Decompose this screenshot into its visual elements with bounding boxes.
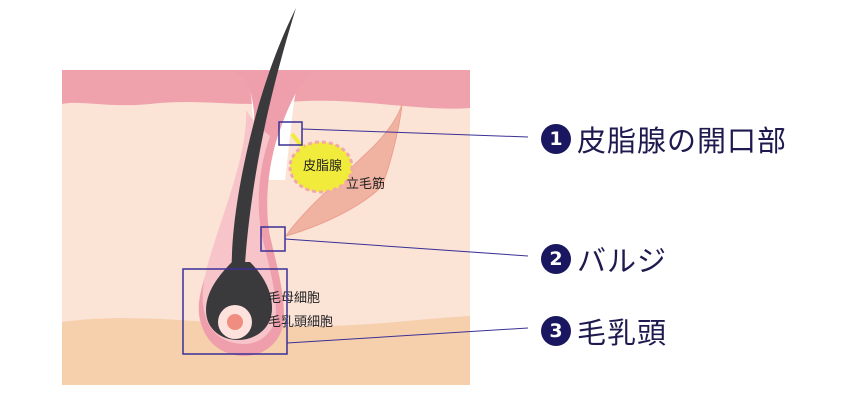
callout-2: 2 バルジ — [541, 238, 667, 280]
hair-shaft — [231, 8, 296, 280]
hair-matrix-label: 毛母細胞 — [268, 291, 320, 306]
sebaceous-gland — [288, 140, 354, 194]
sebaceous-gland-label: 皮脂腺 — [303, 159, 342, 174]
callout-2-text: バルジ — [577, 244, 668, 278]
subcutaneous-layer — [62, 316, 470, 385]
callout-3-number: 3 — [541, 316, 571, 346]
callout-1-text: 皮脂腺の開口部 — [577, 124, 788, 158]
callout-1-number: 1 — [541, 124, 571, 154]
arrector-pili-label: 立毛筋 — [346, 176, 385, 192]
dermal-papilla-cells-label: 毛乳頭細胞 — [268, 315, 333, 330]
marker-box-1 — [278, 121, 303, 146]
leader-line-2 — [284, 238, 529, 257]
marker-box-3 — [182, 268, 288, 355]
leader-line-1 — [301, 128, 529, 138]
callout-3: 3 毛乳頭 — [541, 310, 667, 352]
leader-line-3 — [286, 327, 529, 344]
callout-2-number: 2 — [541, 244, 571, 274]
dermal-papilla-core — [227, 314, 243, 330]
callout-3-text: 毛乳頭 — [577, 316, 668, 350]
callout-1: 1 皮脂腺の開口部 — [541, 118, 787, 160]
